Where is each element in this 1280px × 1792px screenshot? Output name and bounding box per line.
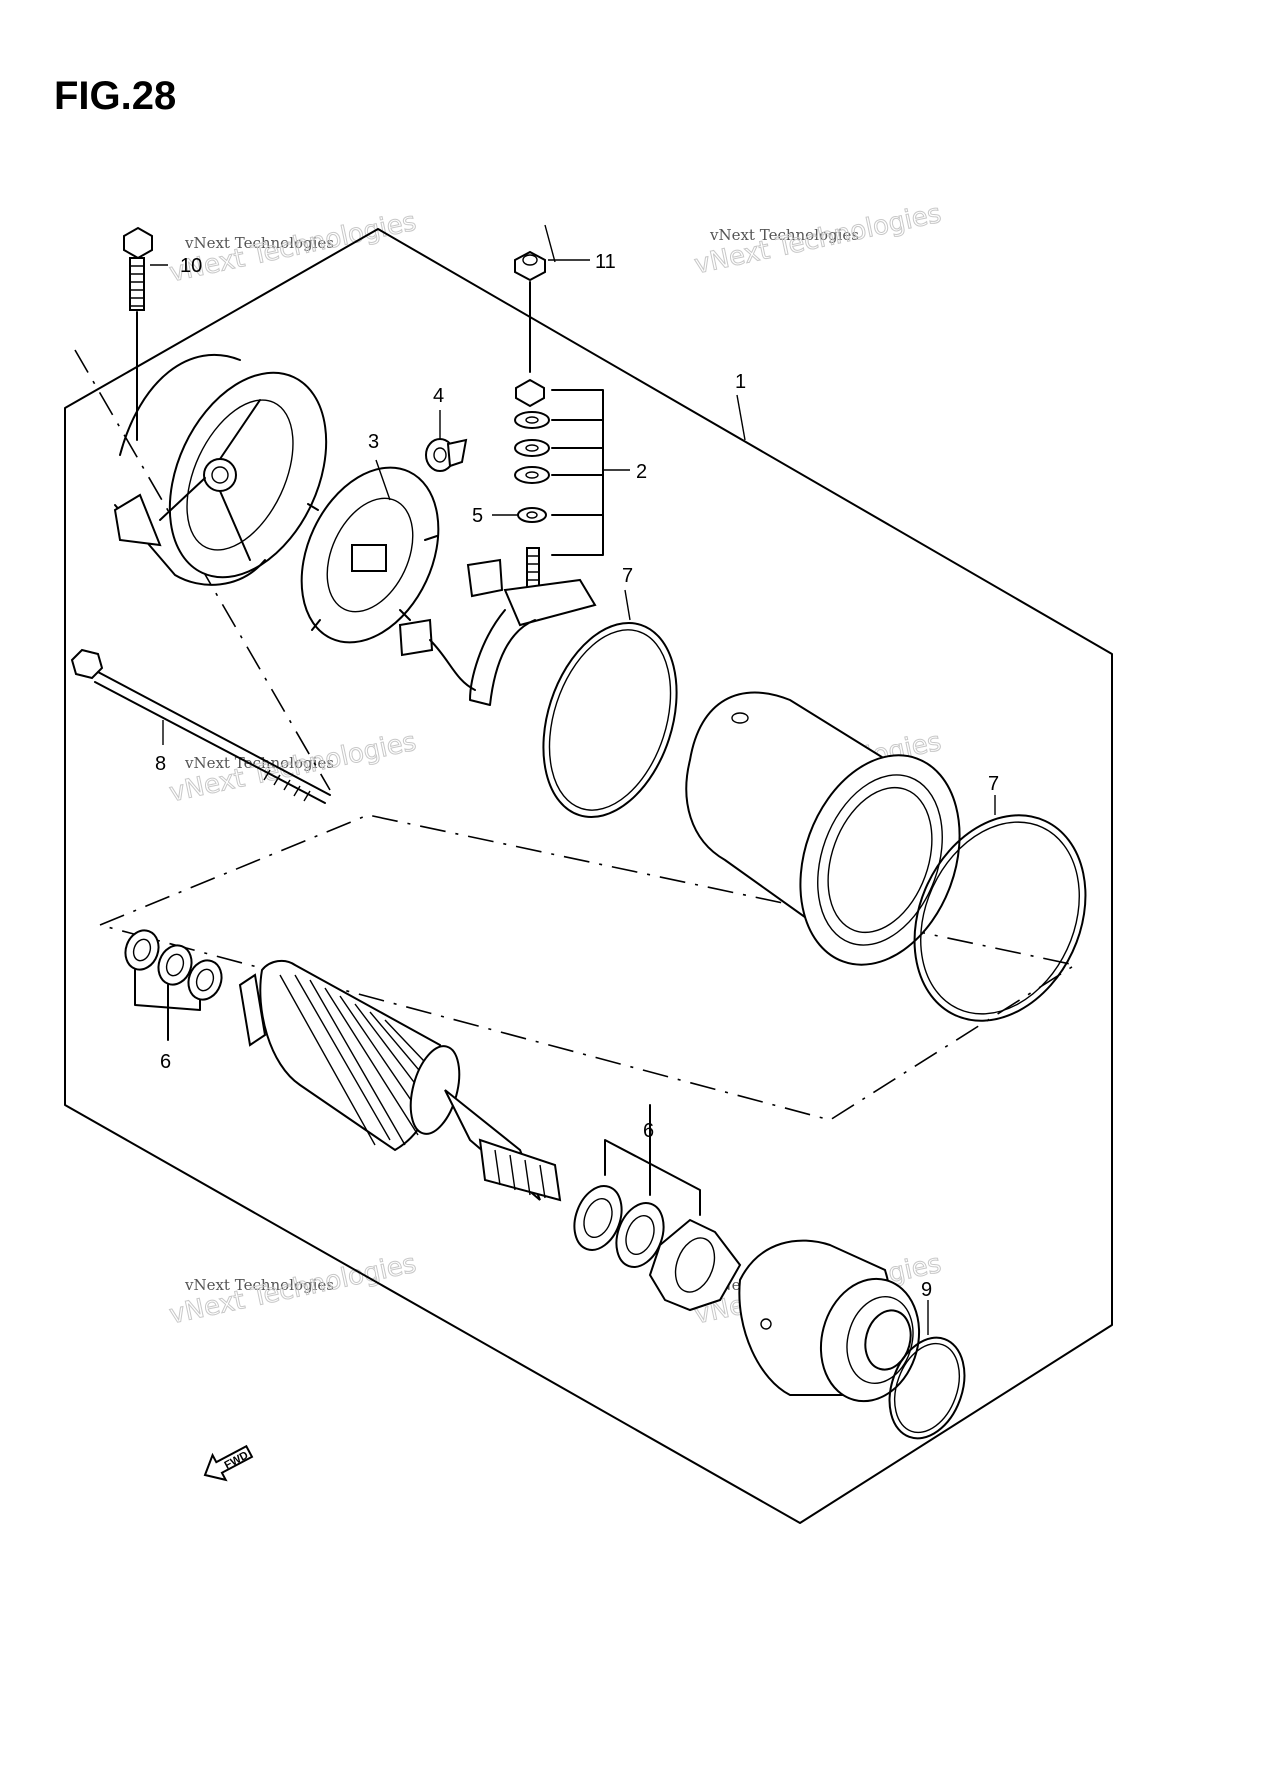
callout-7-lower: 7	[988, 773, 999, 795]
callout-3: 3	[368, 431, 379, 453]
figure-title: FIG.28	[54, 74, 177, 118]
yoke-housing	[685, 691, 961, 966]
front-bracket	[738, 1239, 921, 1403]
callout-8: 8	[155, 753, 166, 775]
callout-6-right: 6	[643, 1120, 654, 1142]
callout-7-upper: 7	[622, 565, 633, 587]
bolt-10	[123, 226, 153, 441]
bearing-4	[425, 438, 468, 472]
brush-holder-plate-3	[300, 466, 440, 644]
callout-4: 4	[433, 385, 444, 407]
callout-numbers: 1 2 3 4 5 6 6 7 7 8 9 10 11	[155, 251, 999, 1301]
callout-1: 1	[735, 371, 746, 393]
rear-housing	[113, 354, 328, 586]
washer-set-6-left	[124, 929, 223, 1041]
callout-leaders	[150, 224, 996, 1335]
lock-plate	[648, 1218, 742, 1312]
assembly-outline	[64, 228, 1113, 1524]
washer-stack-2	[514, 378, 604, 556]
through-bolt-8	[70, 648, 331, 804]
nut-11	[514, 250, 546, 282]
callout-11: 11	[595, 251, 616, 273]
o-ring-7-lower	[913, 814, 1087, 1022]
washer-5	[517, 507, 547, 523]
o-ring-7-upper	[542, 621, 678, 819]
callout-2: 2	[636, 461, 647, 483]
terminal-bolt	[398, 547, 597, 706]
fwd-direction-marker: FWD	[203, 1444, 254, 1482]
fwd-label: FWD	[223, 1449, 251, 1471]
watermark-text: vNext Technologies	[184, 754, 334, 772]
watermark-text: vNext Technologies	[184, 1276, 334, 1294]
callout-5: 5	[472, 505, 483, 527]
watermark-text: vNext Technologies	[709, 226, 859, 244]
washer-set-6-right	[573, 1104, 701, 1268]
callout-6-left: 6	[160, 1051, 171, 1073]
armature	[238, 959, 562, 1202]
callout-9: 9	[921, 1279, 932, 1301]
watermark-text: vNext Technologies	[184, 234, 334, 252]
o-ring-9	[888, 1336, 966, 1440]
callout-10: 10	[180, 255, 202, 277]
